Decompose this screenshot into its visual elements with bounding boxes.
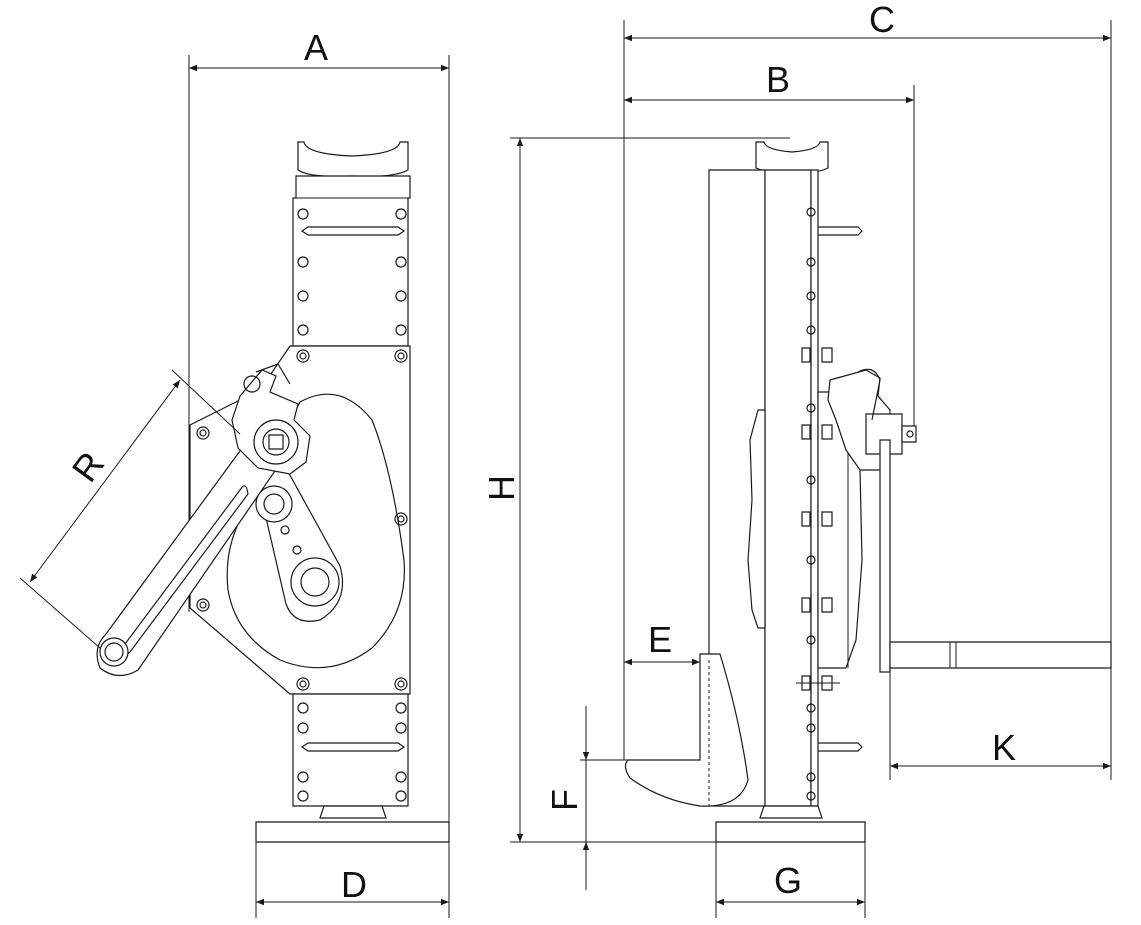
front-ratchet-head <box>232 364 310 474</box>
dimension-lines <box>30 34 1111 906</box>
dim-line-r <box>30 380 180 582</box>
label-c: C <box>869 0 895 40</box>
side-base-plate <box>716 822 865 842</box>
label-f: F <box>544 789 585 811</box>
side-toe <box>625 654 748 806</box>
front-rack-slot-top <box>302 227 404 235</box>
front-saddle <box>298 142 408 176</box>
front-lower-body <box>293 694 408 806</box>
side-handle-plate <box>880 440 890 672</box>
front-swivel-foot <box>320 806 386 818</box>
front-upper-body <box>293 176 410 346</box>
side-gear-housing <box>748 410 765 628</box>
side-bolts <box>796 348 840 690</box>
side-body <box>765 170 811 806</box>
label-a: A <box>304 27 328 68</box>
side-swivel-foot <box>760 806 822 818</box>
front-rack-slot-bottom <box>302 743 404 751</box>
label-d: D <box>341 864 367 905</box>
side-upper-pin <box>818 227 862 235</box>
label-e: E <box>648 619 672 660</box>
label-b: B <box>766 59 790 100</box>
front-crank-handle <box>97 440 288 676</box>
front-housing-bolts <box>197 350 407 690</box>
label-k: K <box>992 727 1016 768</box>
front-gear-cover <box>227 394 404 667</box>
front-upper-holes <box>298 209 406 335</box>
side-handle-shaft <box>890 642 1111 668</box>
label-r: R <box>64 444 112 489</box>
side-view <box>510 20 1111 918</box>
side-lower-pin <box>818 743 862 751</box>
front-base-plate <box>256 822 449 842</box>
label-g: G <box>774 860 802 901</box>
side-ratchet-mechanism <box>828 369 916 470</box>
front-lower-holes <box>298 703 406 801</box>
side-plate-holes <box>807 208 815 800</box>
side-saddle <box>756 142 828 173</box>
label-h: H <box>481 475 522 501</box>
front-view <box>20 55 449 918</box>
